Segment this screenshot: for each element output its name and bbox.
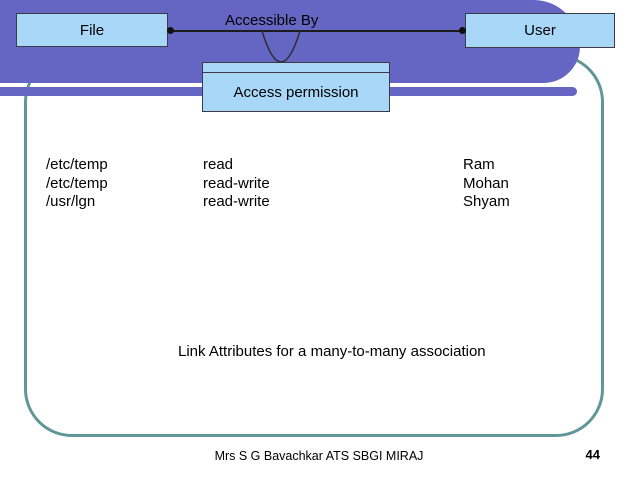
cell-permission: read-write — [203, 174, 270, 192]
link-table: /etc/temp read Ram /etc/temp read-write … — [46, 156, 510, 212]
table-row: /usr/lgn read-write Shyam — [46, 193, 510, 212]
cell-permission: read — [203, 156, 234, 173]
multiplicity-dot-right — [459, 27, 466, 34]
cell-file: /etc/temp — [46, 156, 108, 173]
caption: Link Attributes for a many-to-many assoc… — [178, 343, 486, 360]
table-row: /etc/temp read-write Mohan — [46, 175, 510, 194]
link-attribute-box: Access permission — [202, 62, 390, 112]
multiplicity-dot-left — [167, 27, 174, 34]
entity-label-user: User — [524, 22, 556, 39]
link-attribute-label: Access permission — [233, 83, 359, 101]
association-line — [171, 30, 463, 32]
association-label: Accessible By — [225, 12, 319, 29]
entity-label-file: File — [79, 21, 105, 39]
entity-box-user: User — [465, 13, 615, 48]
table-row: /etc/temp read Ram — [46, 156, 510, 175]
cell-permission: read-write — [203, 193, 270, 211]
cell-user: Shyam — [463, 193, 510, 211]
link-attribute-box-header — [203, 63, 389, 73]
footer-credit: Mrs S G Bavachkar ATS SBGI MIRAJ — [214, 449, 424, 463]
cell-file: /etc/temp — [46, 174, 108, 192]
cell-user: Ram — [463, 156, 495, 173]
cell-user: Mohan — [463, 174, 509, 192]
page-number: 44 — [585, 447, 600, 462]
cell-file: /usr/lgn — [46, 193, 96, 211]
entity-box-file: File — [16, 13, 168, 47]
